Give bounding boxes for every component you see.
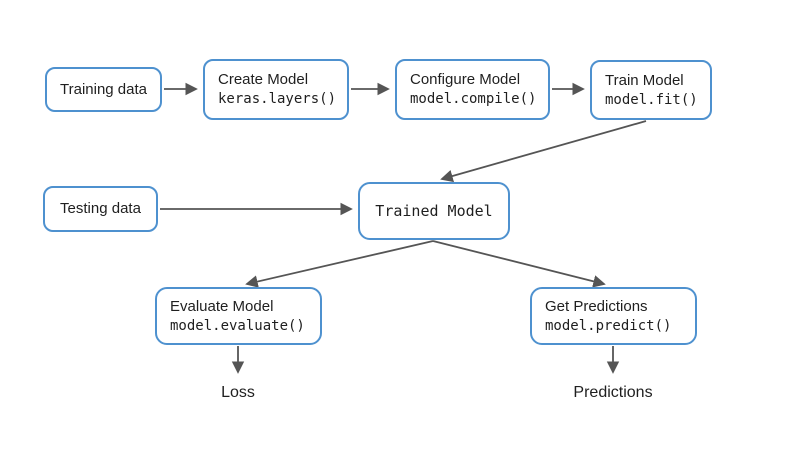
node-evaluate-model: Evaluate Model model.evaluate() [155, 287, 322, 345]
node-train-model-code: model.fit() [605, 91, 698, 108]
node-trained-model-label: Trained Model [375, 202, 493, 220]
node-testing-data-label: Testing data [60, 200, 141, 217]
node-training-data-label: Training data [60, 80, 147, 98]
node-testing-data: Testing data [43, 186, 158, 232]
arrow-train-model-to-trained-model [440, 120, 647, 183]
node-evaluate-model-code: model.evaluate() [170, 317, 305, 334]
node-create-model-label: Create Model [218, 71, 309, 88]
node-trained-model: Trained Model [358, 182, 510, 240]
arrow-trained-model-to-get-predictions [432, 240, 606, 288]
node-configure-model-code: model.compile() [410, 91, 537, 107]
node-configure-model-label: Configure Model [410, 71, 521, 88]
node-create-model-code: keras.layers() [218, 91, 337, 107]
node-configure-model: Configure Model model.compile() [395, 59, 550, 120]
node-get-predictions-label: Get Predictions [545, 297, 648, 315]
output-label-predictions: Predictions [573, 384, 653, 401]
output-label-loss: Loss [221, 384, 255, 401]
node-evaluate-model-label: Evaluate Model [170, 297, 274, 315]
node-training-data: Training data [45, 67, 162, 112]
node-create-model: Create Model keras.layers() [203, 59, 349, 120]
node-train-model-label: Train Model [605, 71, 684, 89]
node-get-predictions: Get Predictions model.predict() [530, 287, 697, 345]
node-get-predictions-code: model.predict() [545, 317, 672, 334]
arrow-trained-model-to-evaluate-model [245, 240, 434, 288]
node-train-model: Train Model model.fit() [590, 60, 712, 120]
